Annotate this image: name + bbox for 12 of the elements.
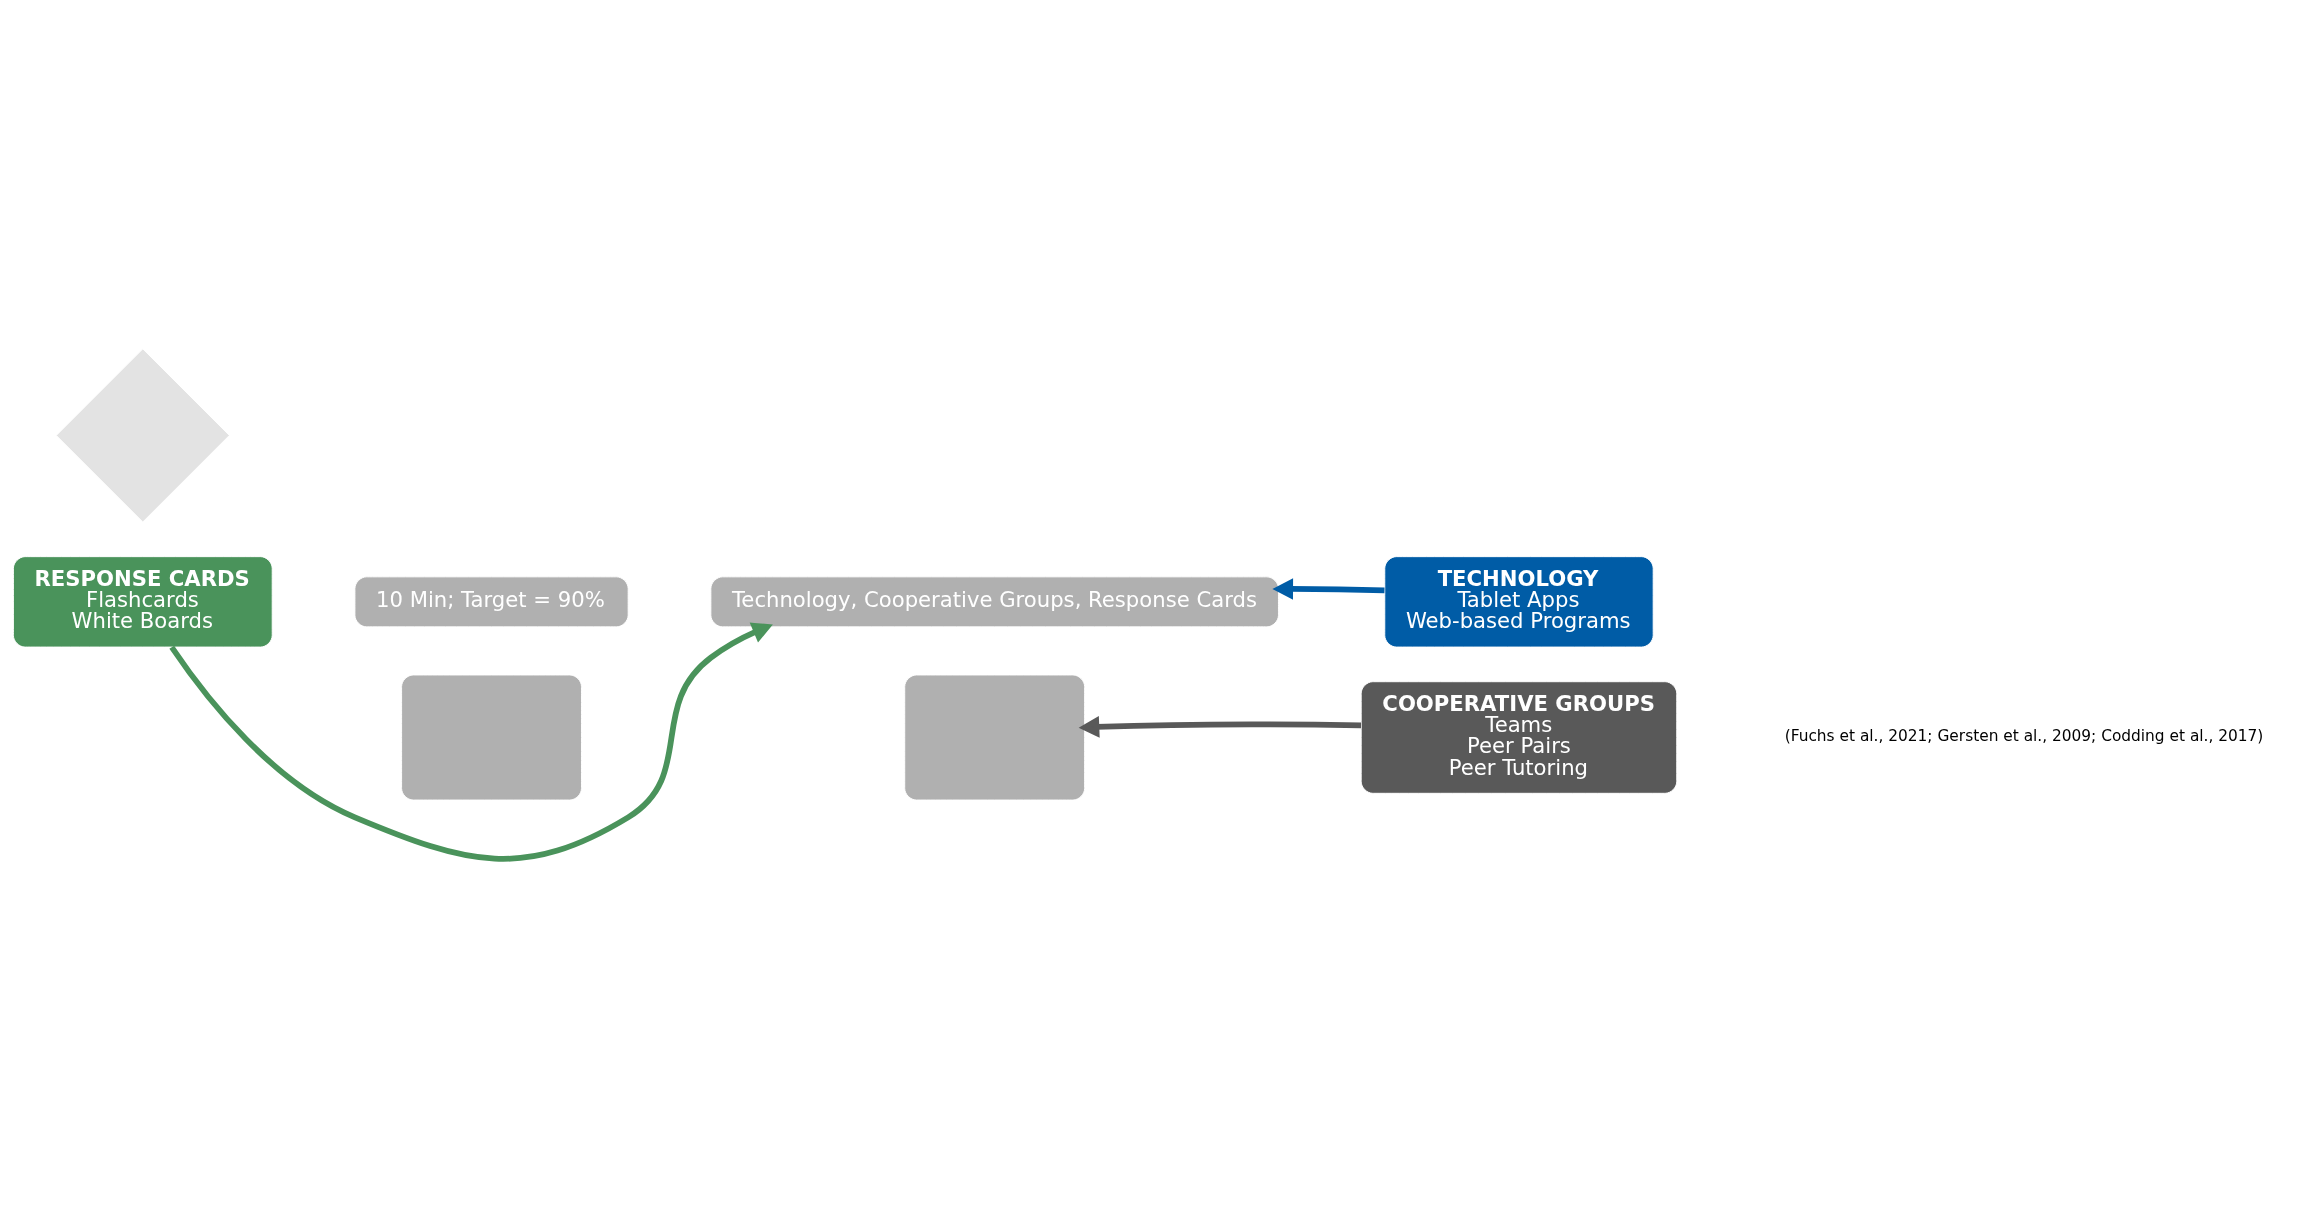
node-box bbox=[401, 674, 582, 801]
arrow bbox=[1078, 716, 1362, 738]
arrow bbox=[169, 622, 773, 862]
node-box: Technology, Cooperative Groups, Response Cards bbox=[710, 576, 1279, 628]
node-box bbox=[904, 674, 1086, 801]
arrow bbox=[1272, 578, 1385, 600]
node-diamond bbox=[55, 348, 230, 523]
node-box: 10 Min; Target = 90% bbox=[354, 576, 629, 628]
node-box: COOPERATIVE GROUPS Teams Peer Pairs Peer Tutoring bbox=[1360, 681, 1678, 794]
node-box: RESPONSE CARDS Flashcards White Boards bbox=[12, 556, 273, 648]
label: (Fuchs et al., 2021; Gersten et al., 2009; Codding et al., 2017) bbox=[1784, 727, 2264, 746]
node-box: TECHNOLOGY Tablet Apps Web-based Programs bbox=[1384, 556, 1654, 648]
